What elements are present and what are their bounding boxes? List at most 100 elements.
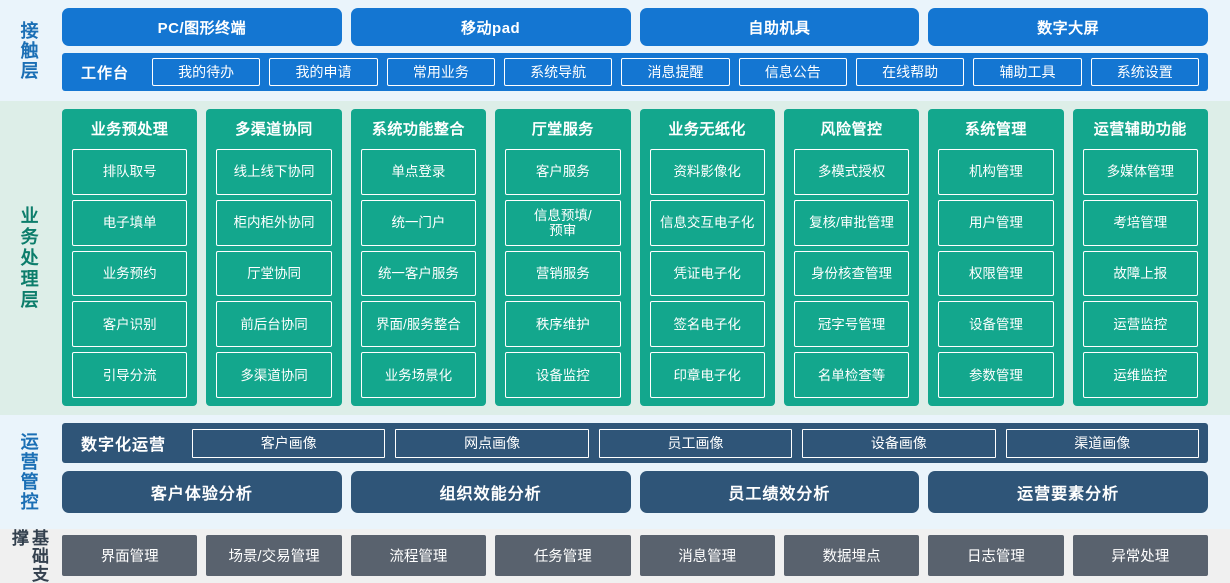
portrait-device[interactable]: 设备画像 — [802, 428, 996, 458]
foundation-layer: 基础支撑 界面管理 场景/交易管理 流程管理 任务管理 消息管理 数据埋点 日志… — [0, 529, 1230, 583]
cell-permission-mgmt[interactable]: 权限管理 — [938, 250, 1054, 297]
column-title: 系统管理 — [964, 121, 1027, 138]
workbench-item-common-business[interactable]: 常用业务 — [386, 58, 495, 86]
terminal-item-self-service[interactable]: 自助机具 — [639, 8, 920, 46]
foundation-item-exception-handling[interactable]: 异常处理 — [1072, 535, 1208, 576]
workbench-row: 工作台 我的待办 我的申请 常用业务 系统导航 消息提醒 信息公告 在线帮助 辅… — [62, 53, 1208, 91]
cell-marketing-service[interactable]: 营销服务 — [505, 250, 621, 297]
contact-layer: 接触层 PC/图形终端 移动pad 自助机具 数字大屏 工作台 我的待办 我的申… — [0, 0, 1230, 101]
workbench-item-online-help[interactable]: 在线帮助 — [855, 58, 965, 86]
cell-unified-customer-service[interactable]: 统一客户服务 — [360, 250, 477, 297]
foundation-item-scenario-transaction-mgmt[interactable]: 场景/交易管理 — [206, 535, 342, 576]
terminal-row: PC/图形终端 移动pad 自助机具 数字大屏 — [62, 8, 1208, 46]
business-column-paperless: 业务无纸化 资料影像化 信息交互电子化 凭证电子化 签名电子化 印章电子化 — [639, 109, 775, 406]
operations-layer: 运营管控 数字化运营 客户画像 网点画像 员工画像 设备画像 渠道画像 客户体验… — [0, 415, 1230, 529]
foundation-item-process-mgmt[interactable]: 流程管理 — [350, 535, 487, 576]
business-column-risk-control: 风险管控 多模式授权 复核/审批管理 身份核查管理 冠字号管理 名单检查等 — [783, 109, 920, 406]
foundation-row: 界面管理 场景/交易管理 流程管理 任务管理 消息管理 数据埋点 日志管理 异常… — [62, 535, 1208, 576]
portrait-channel[interactable]: 渠道画像 — [1005, 428, 1199, 458]
analysis-row: 客户体验分析 组织效能分析 员工绩效分析 运营要素分析 — [62, 471, 1208, 513]
cell-training-mgmt[interactable]: 考培管理 — [1082, 199, 1198, 246]
workbench-item-announcement[interactable]: 信息公告 — [738, 58, 847, 86]
analysis-organizational-efficiency[interactable]: 组织效能分析 — [350, 471, 631, 513]
cell-online-offline-collab[interactable]: 线上线下协同 — [216, 149, 332, 195]
terminal-item-digital-screen[interactable]: 数字大屏 — [928, 8, 1208, 46]
business-column-preprocessing: 业务预处理 排队取号 电子填单 业务预约 客户识别 引导分流 — [62, 109, 198, 406]
column-title: 运营辅助功能 — [1093, 121, 1187, 138]
cell-e-form[interactable]: 电子填单 — [72, 199, 188, 246]
business-column-lobby-service: 厅堂服务 客户服务 信息预填/ 预审 营销服务 秩序维护 设备监控 — [495, 109, 631, 406]
cell-seal-electronic[interactable]: 印章电子化 — [649, 352, 765, 398]
business-layer: 业务处理层 业务预处理 排队取号 电子填单 业务预约 客户识别 引导分流 多渠道… — [0, 101, 1230, 415]
cell-signature-electronic[interactable]: 签名电子化 — [649, 301, 765, 348]
workbench-title: 工作台 — [81, 64, 130, 82]
workbench-item-system-navigation[interactable]: 系统导航 — [504, 58, 613, 86]
foundation-layer-body: 界面管理 场景/交易管理 流程管理 任务管理 消息管理 数据埋点 日志管理 异常… — [56, 529, 1230, 583]
cell-front-back-collab[interactable]: 前后台协同 — [216, 301, 332, 348]
portrait-customer[interactable]: 客户画像 — [192, 428, 386, 458]
analysis-customer-experience[interactable]: 客户体验分析 — [62, 471, 342, 513]
cell-queue-number[interactable]: 排队取号 — [72, 149, 188, 195]
cell-document-imaging[interactable]: 资料影像化 — [649, 149, 765, 195]
foundation-item-message-mgmt[interactable]: 消息管理 — [639, 535, 775, 576]
cell-incounter-outcounter-collab[interactable]: 柜内柜外协同 — [216, 199, 332, 246]
business-column-multichannel: 多渠道协同 线上线下协同 柜内柜外协同 厅堂协同 前后台协同 多渠道协同 — [206, 109, 342, 406]
terminal-item-mobile-pad[interactable]: 移动pad — [350, 8, 631, 46]
cell-single-sign-on[interactable]: 单点登录 — [360, 149, 477, 195]
analysis-operation-factors[interactable]: 运营要素分析 — [928, 471, 1208, 513]
foundation-item-log-mgmt[interactable]: 日志管理 — [928, 535, 1064, 576]
cell-customer-identify[interactable]: 客户识别 — [72, 301, 188, 348]
cell-info-exchange-electronic[interactable]: 信息交互电子化 — [649, 199, 765, 246]
cell-multichannel-collab[interactable]: 多渠道协同 — [216, 352, 332, 398]
analysis-employee-performance[interactable]: 员工绩效分析 — [639, 471, 920, 513]
business-column-system-mgmt: 系统管理 机构管理 用户管理 权限管理 设备管理 参数管理 — [928, 109, 1064, 406]
cell-lobby-collab[interactable]: 厅堂协同 — [216, 250, 332, 297]
portrait-branch[interactable]: 网点画像 — [395, 428, 589, 458]
cell-parameter-mgmt[interactable]: 参数管理 — [938, 352, 1054, 398]
foundation-layer-label: 基础支撑 — [0, 529, 56, 583]
cell-review-approval-mgmt[interactable]: 复核/审批管理 — [793, 199, 910, 246]
foundation-item-data-tracking[interactable]: 数据埋点 — [783, 535, 920, 576]
workbench-item-aux-tools[interactable]: 辅助工具 — [973, 58, 1082, 86]
contact-layer-body: PC/图形终端 移动pad 自助机具 数字大屏 工作台 我的待办 我的申请 常用… — [56, 0, 1230, 101]
cell-guide-diversion[interactable]: 引导分流 — [72, 352, 188, 398]
business-column-system-integration: 系统功能整合 单点登录 统一门户 统一客户服务 界面/服务整合 业务场景化 — [350, 109, 487, 406]
cell-business-scenario[interactable]: 业务场景化 — [360, 352, 477, 398]
operations-layer-body: 数字化运营 客户画像 网点画像 员工画像 设备画像 渠道画像 客户体验分析 组织… — [56, 415, 1230, 529]
cell-appointment[interactable]: 业务预约 — [72, 250, 188, 297]
portrait-employee[interactable]: 员工画像 — [598, 428, 793, 458]
cell-multimedia-mgmt[interactable]: 多媒体管理 — [1082, 149, 1198, 195]
digital-operations-row: 数字化运营 客户画像 网点画像 员工画像 设备画像 渠道画像 — [62, 423, 1208, 463]
cell-maintenance-monitoring[interactable]: 运维监控 — [1082, 352, 1198, 398]
workbench-item-my-todo[interactable]: 我的待办 — [152, 58, 261, 86]
foundation-item-ui-mgmt[interactable]: 界面管理 — [62, 535, 198, 576]
column-title: 业务无纸化 — [668, 121, 746, 138]
cell-unified-portal[interactable]: 统一门户 — [360, 199, 477, 246]
cell-customer-service[interactable]: 客户服务 — [505, 149, 621, 195]
terminal-item-pc[interactable]: PC/图形终端 — [62, 8, 342, 46]
cell-list-check[interactable]: 名单检查等 — [793, 352, 910, 398]
column-title: 多渠道协同 — [235, 121, 313, 138]
column-title: 业务预处理 — [90, 121, 169, 138]
cell-device-monitoring[interactable]: 设备监控 — [505, 352, 621, 398]
column-title: 风险管控 — [820, 121, 883, 138]
business-layer-body: 业务预处理 排队取号 电子填单 业务预约 客户识别 引导分流 多渠道协同 线上线… — [56, 101, 1230, 415]
foundation-item-task-mgmt[interactable]: 任务管理 — [495, 535, 631, 576]
workbench-item-system-settings[interactable]: 系统设置 — [1090, 58, 1199, 86]
cell-identity-verification-mgmt[interactable]: 身份核查管理 — [793, 250, 910, 297]
workbench-item-message-alert[interactable]: 消息提醒 — [621, 58, 730, 86]
cell-device-mgmt[interactable]: 设备管理 — [938, 301, 1054, 348]
cell-fault-report[interactable]: 故障上报 — [1082, 250, 1198, 297]
cell-ui-service-integration[interactable]: 界面/服务整合 — [360, 301, 477, 348]
workbench-item-my-application[interactable]: 我的申请 — [269, 58, 378, 86]
cell-voucher-electronic[interactable]: 凭证电子化 — [649, 250, 765, 297]
cell-info-prefill-prereview[interactable]: 信息预填/ 预审 — [505, 199, 621, 246]
cell-serial-number-mgmt[interactable]: 冠字号管理 — [793, 301, 910, 348]
cell-operation-monitoring[interactable]: 运营监控 — [1082, 301, 1198, 348]
cell-order-maintenance[interactable]: 秩序维护 — [505, 301, 621, 348]
cell-organization-mgmt[interactable]: 机构管理 — [938, 149, 1054, 195]
digital-operations-title: 数字化运营 — [81, 437, 167, 454]
cell-user-mgmt[interactable]: 用户管理 — [938, 199, 1054, 246]
cell-multimode-authorization[interactable]: 多模式授权 — [793, 149, 910, 195]
